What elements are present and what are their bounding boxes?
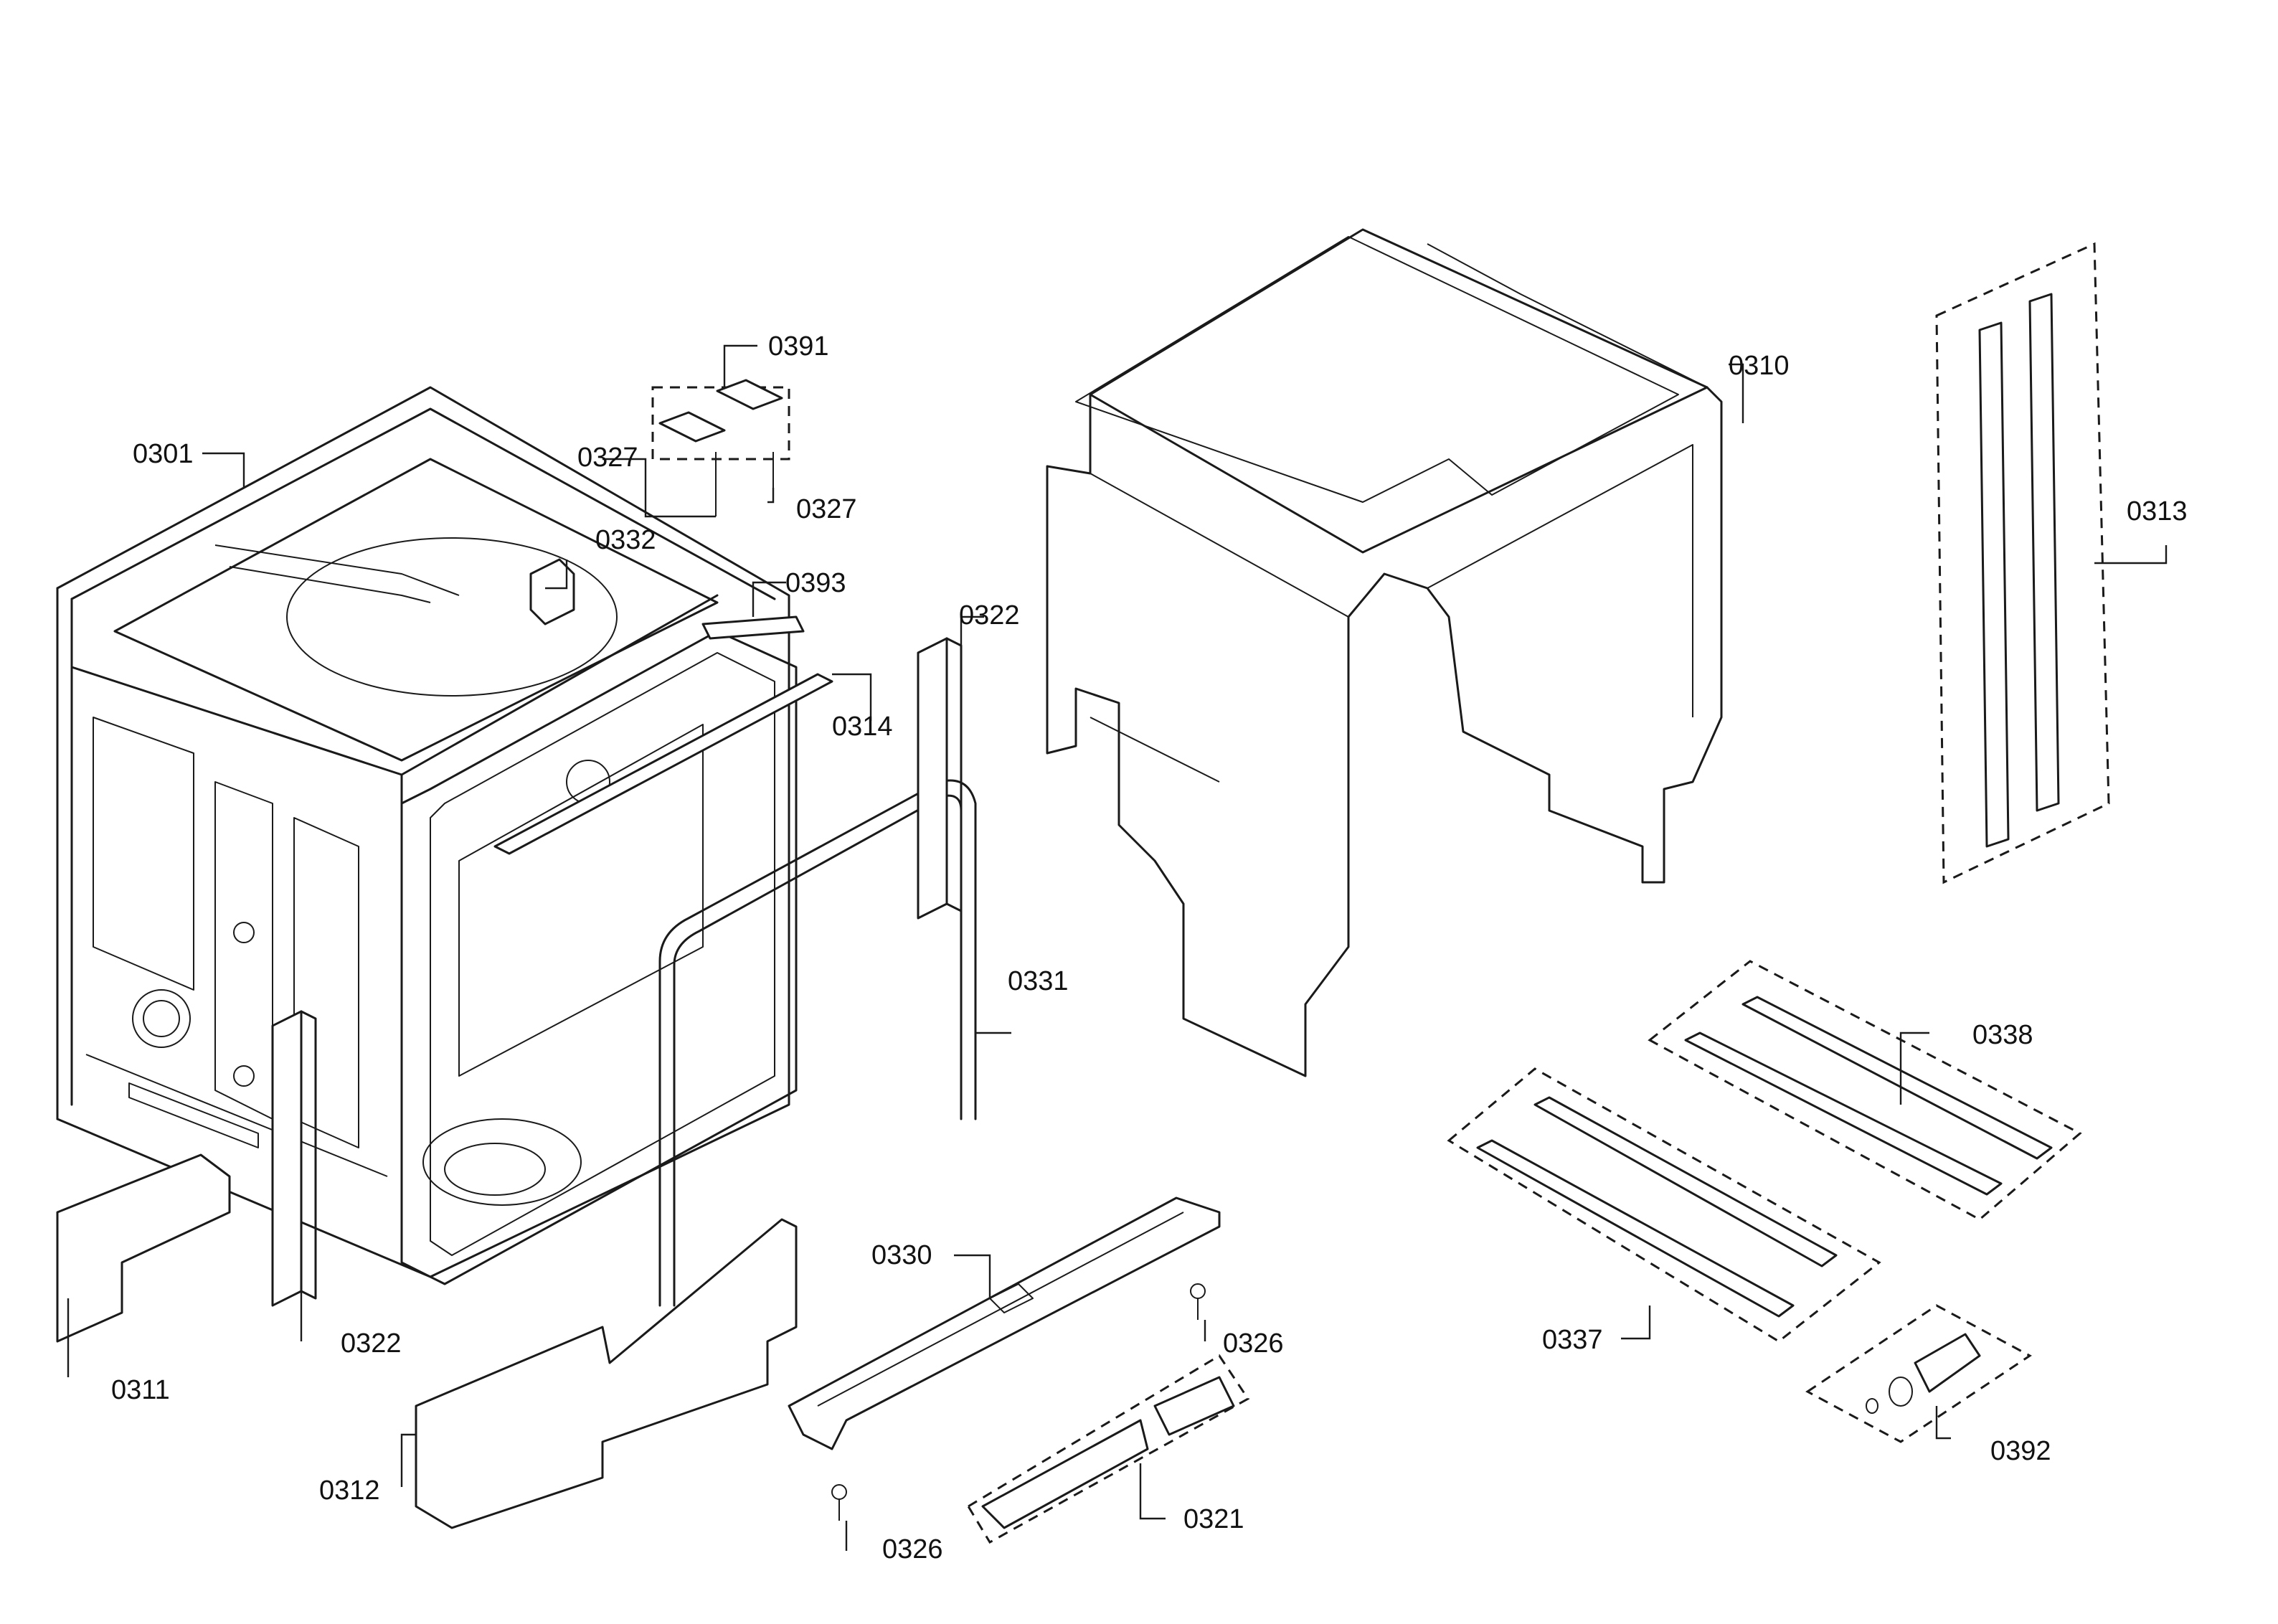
label-0312: 0312	[319, 1476, 380, 1506]
fittings-0392	[1805, 1304, 2032, 1443]
label-0321: 0321	[1183, 1504, 1244, 1534]
insulation-panel-0312	[415, 1218, 798, 1529]
part-labels: 0301 0310 0311 0312 0313 0314 0321 0322 …	[111, 331, 2188, 1564]
screws-0326	[831, 1283, 1206, 1521]
label-0331: 0331	[1008, 966, 1069, 996]
label-0322-left: 0322	[341, 1328, 402, 1359]
label-0314: 0314	[832, 712, 893, 742]
label-0337: 0337	[1542, 1325, 1603, 1355]
top-rails	[493, 615, 833, 855]
outer-insulation-0310	[1046, 228, 1723, 1077]
toe-kick-0330	[788, 1196, 1221, 1450]
bracket-group-0391	[651, 379, 790, 516]
label-0392: 0392	[1990, 1436, 2051, 1466]
label-0326-lower: 0326	[882, 1534, 943, 1564]
label-0313: 0313	[2127, 496, 2188, 527]
rails-0338	[1648, 960, 2082, 1221]
filler-blocks-0321	[966, 1354, 1250, 1544]
side-strips-0313	[1935, 242, 2110, 884]
leader-lines	[67, 344, 2168, 1551]
label-0330: 0330	[871, 1240, 932, 1270]
label-0322-right: 0322	[959, 600, 1020, 631]
label-0327-right: 0327	[796, 494, 857, 524]
label-0301: 0301	[133, 439, 194, 469]
rails-0337	[1447, 1067, 1881, 1343]
tub-assembly	[56, 386, 798, 1285]
label-0310: 0310	[1729, 351, 1790, 381]
label-0391: 0391	[768, 331, 829, 362]
hinge-0332	[529, 558, 575, 625]
insulation-strip-right	[917, 637, 963, 920]
label-0338: 0338	[1972, 1020, 2033, 1050]
label-0327-left: 0327	[577, 443, 638, 473]
label-0393: 0393	[785, 568, 846, 598]
label-0326-upper: 0326	[1223, 1328, 1284, 1359]
door-gasket-0331	[658, 779, 977, 1307]
insulation-block-0311	[56, 1153, 231, 1343]
label-0332: 0332	[595, 525, 656, 555]
label-0311: 0311	[111, 1375, 170, 1405]
